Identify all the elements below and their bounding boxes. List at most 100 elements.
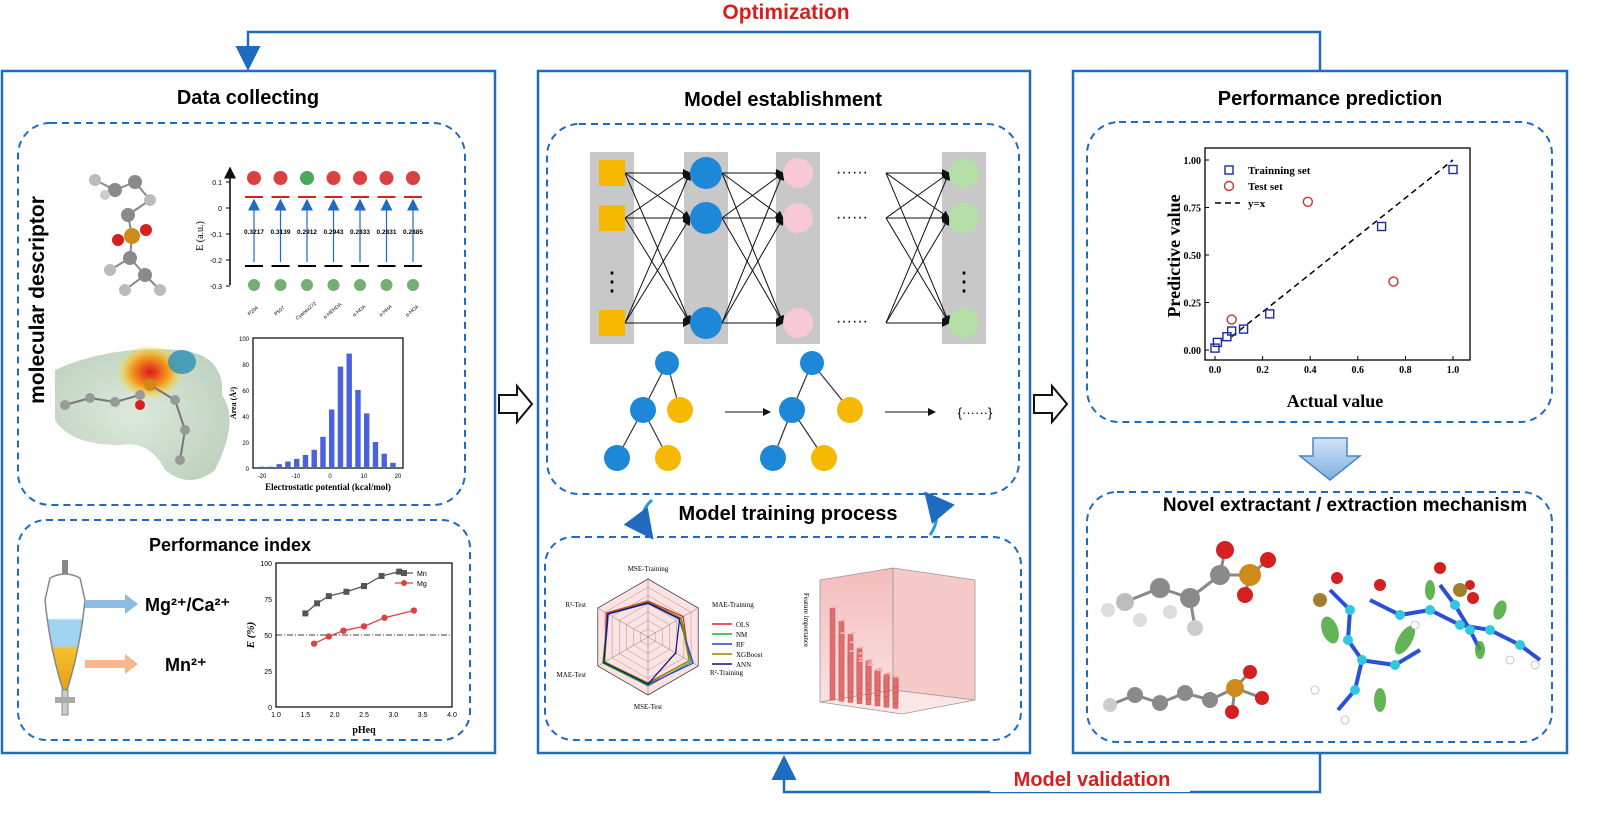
importance-bar-top: [830, 606, 838, 608]
parity-x-tick: 0.6: [1352, 365, 1365, 376]
gap-value: 0.2831: [377, 229, 397, 236]
esp-bar: [302, 455, 309, 468]
nn-edge: [885, 217, 950, 324]
energy-tick-label: -0.3: [210, 284, 222, 291]
importance-bar: [856, 661, 863, 689]
mechanism-box: [1086, 491, 1553, 743]
hidden-node: [690, 307, 722, 339]
importance-bar: [874, 671, 881, 686]
homo-orbital-icon: [406, 171, 420, 185]
esp-bar: [346, 353, 352, 468]
input-node: [599, 160, 625, 186]
extraction-y-tick: 25: [264, 669, 272, 676]
esp-bar: [337, 366, 344, 468]
hidden-node: [690, 202, 722, 234]
importance-bar-top: [875, 668, 883, 670]
energy-gap-bars: 0.3217P2040.3139P5070.2912Cyanex2720.294…: [244, 171, 423, 322]
identity-line: [1231, 159, 1454, 338]
nn-ellipsis: ······: [836, 209, 868, 226]
lumo-orbital-icon: [301, 279, 313, 291]
legend-marker: [401, 570, 407, 576]
hidden-node: [783, 308, 813, 338]
importance-bar-top: [857, 652, 865, 655]
separatory-funnel: [44, 560, 86, 716]
extraction-y-tick: 75: [264, 597, 272, 604]
panel-model-establishment: [536, 69, 1032, 755]
lumo-orbital-icon: [407, 279, 419, 291]
esp-y-tick: 60: [242, 389, 249, 395]
esp-bar: [364, 413, 370, 468]
nn-edge: [885, 172, 950, 324]
esp-x-tick: 10: [361, 474, 368, 480]
parity-y-tick: 1.00: [1184, 156, 1202, 167]
esp-x-tick: 0: [328, 474, 332, 480]
homo-orbital-icon: [353, 171, 367, 185]
esp-y-tick: 40: [242, 415, 249, 421]
legend-label: y=x: [1248, 198, 1266, 210]
feature-importance-3d: Feature importance: [802, 567, 976, 715]
extractant-label: P204: [247, 305, 260, 317]
importance-bar-top: [866, 661, 874, 664]
data-point: [314, 600, 321, 607]
arrow-mg-ca: [85, 594, 138, 614]
training-point: [1238, 324, 1249, 334]
radar-axis-label: MSE-Training: [628, 565, 669, 573]
importance-bar-top: [866, 658, 874, 661]
extractant-label: P507: [273, 305, 286, 317]
importance-bar: [847, 651, 854, 693]
esp-y-tick: 20: [242, 441, 249, 447]
extraction-x-tick: 2.0: [330, 712, 340, 719]
nn-edge: [721, 217, 784, 324]
extraction-x-tick: 1.5: [300, 712, 310, 719]
homo-orbital-icon: [273, 171, 288, 185]
esp-bar: [259, 466, 265, 468]
energy-tick-label: -0.1: [210, 232, 222, 239]
parity-x-tick: 0.2: [1256, 365, 1269, 376]
data-point: [325, 633, 332, 640]
extraction-x-tick: 2.5: [359, 712, 369, 719]
mechanism-title: Novel extractant / extraction mechanism: [1163, 495, 1527, 516]
esp-x-label: Electrostatic potential (kcal/mol): [265, 482, 391, 492]
training-point: [1210, 343, 1220, 353]
flow-arrow-1: [498, 383, 534, 425]
importance-bar-top: [839, 632, 847, 634]
mg-ca-ratio-label: Mg²⁺/Ca²⁺: [145, 595, 230, 615]
parity-y-tick: 0.50: [1184, 251, 1202, 262]
legend-label: Mg: [417, 581, 427, 588]
esp-y-tick: 100: [239, 337, 250, 343]
nn-vertical-ellipsis: ⋮: [599, 266, 625, 296]
esp-bar: [294, 458, 300, 468]
legend-marker: [1223, 180, 1235, 192]
esp-bar: [329, 409, 335, 468]
energy-tick-label: 0.1: [212, 180, 222, 187]
extraction-y-label: E (%): [245, 622, 257, 650]
extraction-x-tick: 1.0: [271, 712, 281, 719]
input-node: [599, 205, 625, 231]
extraction-y-tick: 0: [268, 705, 272, 712]
esp-x-tick: -20: [258, 474, 267, 480]
parity-y-label: Predictive value: [1164, 194, 1184, 317]
parity-x-tick: 0.4: [1304, 365, 1317, 376]
radar-series: [603, 602, 681, 685]
radar-axis-label: MAE-Training: [712, 601, 754, 609]
importance-bar-top: [848, 650, 856, 652]
extractant-label: α-HEHDA: [322, 301, 343, 320]
test-point: [1226, 314, 1237, 325]
data-point: [361, 583, 367, 590]
data-point: [360, 623, 368, 630]
importance-bar: [892, 677, 899, 688]
extractant-molecule-2: [1103, 665, 1269, 719]
extraction-y-tick: 50: [264, 633, 272, 640]
training-arrow-left: [623, 498, 654, 540]
radar-legend-label: RF: [736, 641, 745, 649]
energy-tick-label: 0: [218, 206, 222, 213]
arrow-mn: [85, 654, 138, 674]
extraction-x-tick: 3.0: [388, 712, 398, 719]
prediction-box: [1086, 121, 1553, 423]
energy-axis-label: E (a.u.): [195, 221, 206, 251]
neural-network: ······ ······ ······ ⋮ ⋮: [590, 152, 986, 344]
performance-index-box: [17, 519, 471, 741]
lumo-orbital-icon: [327, 279, 340, 291]
